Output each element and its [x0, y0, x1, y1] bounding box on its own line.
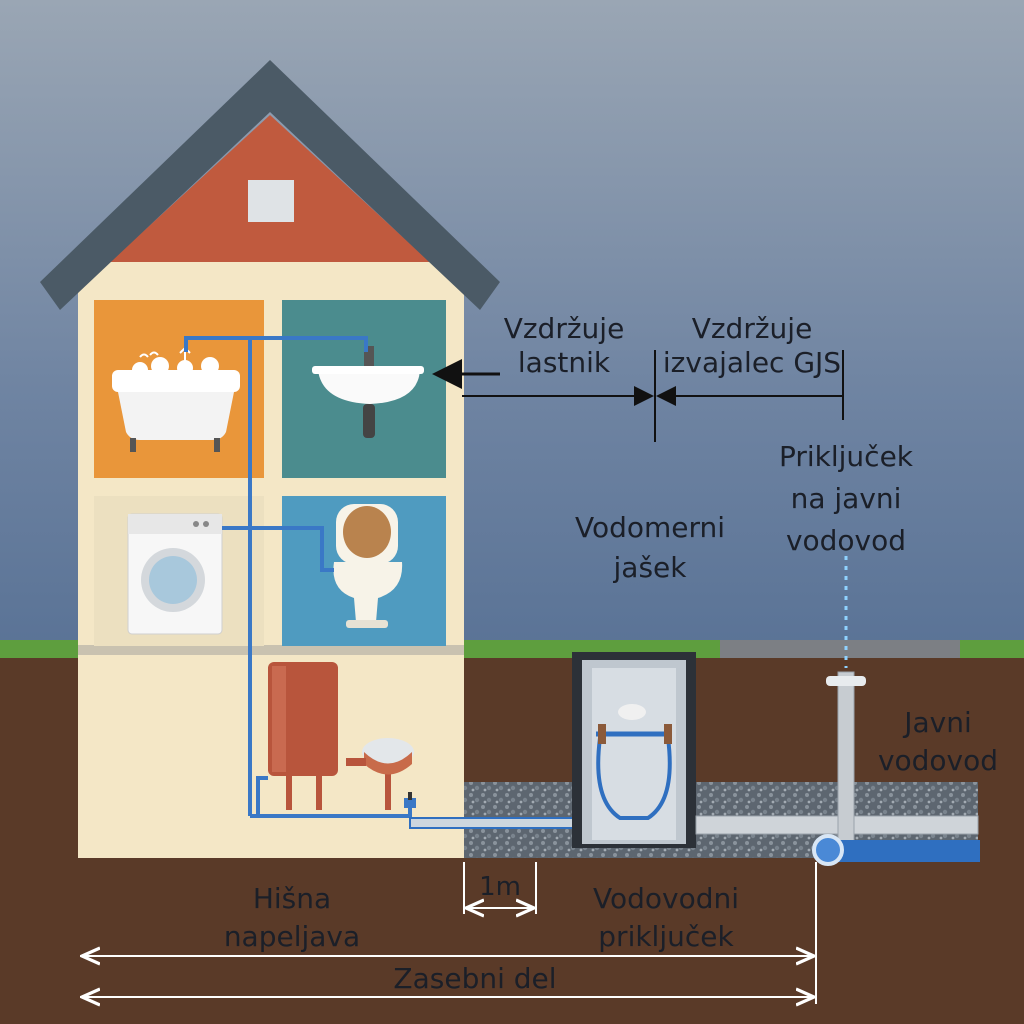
service-pipe	[409, 817, 581, 829]
washing-machine-icon	[127, 513, 223, 635]
one-meter-label: 1m	[479, 872, 521, 902]
connection-pipe	[695, 815, 979, 835]
private-part-label: Zasebni del	[393, 962, 557, 995]
road-surface	[720, 640, 960, 660]
water-meter-icon	[346, 738, 414, 810]
valve-icon	[404, 792, 416, 808]
toilet-icon	[333, 504, 403, 628]
roof	[40, 60, 500, 310]
bathtub-icon	[112, 346, 240, 452]
meter-shaft	[572, 652, 696, 848]
sink-icon	[312, 346, 424, 438]
public-main	[812, 671, 980, 866]
attic-window	[248, 180, 294, 222]
water-heater-icon	[268, 662, 338, 810]
